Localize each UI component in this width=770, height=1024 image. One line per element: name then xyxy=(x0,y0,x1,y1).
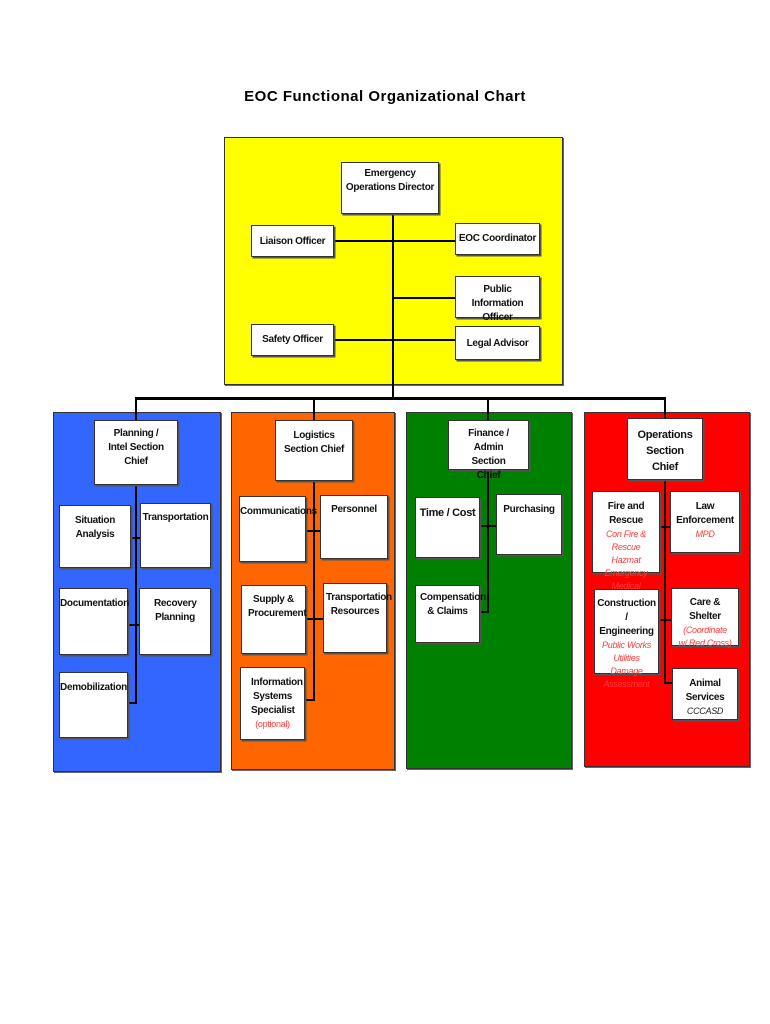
fire-note: Hazmat xyxy=(611,555,641,565)
recovery-planning-box: Recovery Planning xyxy=(139,588,211,655)
construction-note: Public Works xyxy=(602,640,651,650)
logistics-chief-box: Logistics Section Chief xyxy=(275,420,353,481)
supply-procurement-label: Supply & Procurement xyxy=(248,594,307,619)
demobilization-label: Demobilization xyxy=(60,682,127,693)
director-label: Emergency Operations Director xyxy=(345,168,435,193)
animal-note: CCCASD xyxy=(686,706,724,716)
personnel-box: Personnel xyxy=(320,495,388,559)
personnel-label: Personnel xyxy=(331,504,377,515)
safety-officer-box: Safety Officer xyxy=(251,324,334,356)
liaison-officer-label: Liaison Officer xyxy=(259,236,326,247)
communications-label: Communications xyxy=(240,506,317,517)
planning-chief-label: Planning / Intel Section Chief xyxy=(108,428,164,467)
director-box: Emergency Operations Director xyxy=(341,162,439,214)
public-information-officer-box: Public Information Officer xyxy=(455,276,540,323)
animal-services-box: Animal Services CCCASD xyxy=(672,668,738,720)
purchasing-label: Purchasing xyxy=(503,504,555,515)
liaison-officer-box: Liaison Officer xyxy=(251,225,334,257)
demobilization-box: Demobilization xyxy=(59,672,128,738)
care-shelter-box: Care & Shelter (Coordinate w/ Red Cross) xyxy=(671,588,739,648)
finance-chief-label: Finance / Admin Section Chief xyxy=(468,428,509,481)
law-enforcement-label: Law Enforcement xyxy=(676,501,734,526)
eoc-coordinator-label: EOC Coordinator xyxy=(458,233,537,244)
planning-chief-box: Planning / Intel Section Chief xyxy=(94,420,178,485)
operations-chief-box: Operations Section Chief xyxy=(627,418,703,480)
time-cost-box: Time / Cost xyxy=(415,497,480,558)
situation-analysis-box: Situation Analysis xyxy=(59,505,131,568)
legal-advisor-label: Legal Advisor xyxy=(466,338,529,349)
compensation-claims-label: Compensation & Claims xyxy=(420,592,486,617)
chart-title: EOC Functional Organizational Chart xyxy=(244,88,526,105)
care-shelter-label: Care & Shelter xyxy=(689,597,721,622)
care-note: (Coordinate w/ Red Cross) xyxy=(678,625,732,648)
law-enforcement-box: Law Enforcement MPD xyxy=(670,491,740,553)
recovery-planning-label: Recovery Planning xyxy=(154,598,197,623)
fire-rescue-label: Fire and Rescue xyxy=(607,501,645,526)
animal-services-label: Animal Services xyxy=(685,678,725,703)
purchasing-box: Purchasing xyxy=(496,494,562,555)
safety-officer-label: Safety Officer xyxy=(262,334,323,345)
construction-label: Construction / Engineering xyxy=(597,598,656,637)
transportation-label: Transportation xyxy=(142,512,209,523)
communications-box: Communications xyxy=(239,496,317,562)
transportation-box: Transportation xyxy=(140,503,211,568)
transportation-resources-box: Transportation Resources xyxy=(323,583,392,653)
fire-note: Emergency Medical xyxy=(604,568,648,591)
construction-note: Utilities xyxy=(613,653,640,663)
legal-advisor-box: Legal Advisor xyxy=(455,326,540,360)
info-systems-note: (optional) xyxy=(255,719,290,729)
info-systems-label: Information Systems Specialist xyxy=(251,677,303,716)
compensation-claims-box: Compensation & Claims xyxy=(415,585,486,643)
law-note: MPD xyxy=(695,529,715,539)
fire-rescue-box: Fire and Rescue Con Fire & Rescue Hazmat… xyxy=(592,491,660,591)
documentation-label: Documentation xyxy=(60,598,129,609)
eoc-coordinator-box: EOC Coordinator xyxy=(455,223,540,255)
information-systems-specialist-box: Information Systems Specialist (optional) xyxy=(240,667,305,740)
transportation-resources-label: Transportation Resources xyxy=(326,592,392,617)
construction-engineering-box: Construction / Engineering Public Works … xyxy=(594,589,659,689)
finance-chief-box: Finance / Admin Section Chief xyxy=(448,420,529,481)
operations-chief-label: Operations Section Chief xyxy=(637,429,693,473)
fire-note: Con Fire & Rescue xyxy=(605,529,646,552)
supply-procurement-box: Supply & Procurement xyxy=(241,585,307,654)
documentation-box: Documentation xyxy=(59,588,129,655)
logistics-chief-label: Logistics Section Chief xyxy=(284,430,344,455)
pio-label: Public Information Officer xyxy=(471,284,524,323)
time-cost-label: Time / Cost xyxy=(419,507,476,519)
situation-analysis-label: Situation Analysis xyxy=(74,515,116,540)
construction-note: Damage Assessment xyxy=(603,666,650,689)
